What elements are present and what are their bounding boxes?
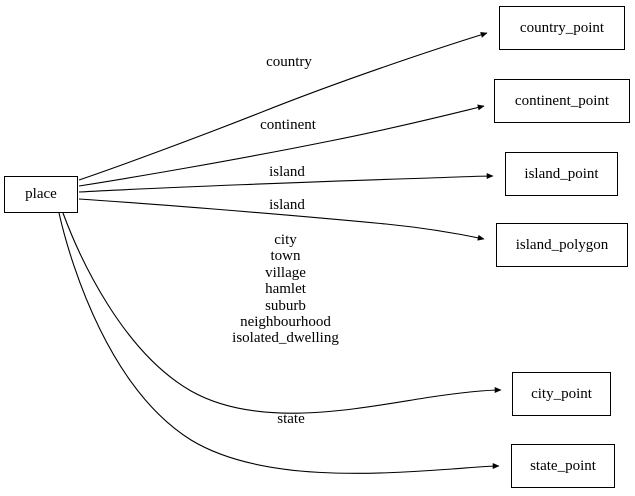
edge-place-to-city_point — [62, 212, 502, 414]
node-state_point[interactable]: state_point — [511, 444, 615, 488]
edge-place-to-island_point — [78, 172, 494, 193]
node-island_polygon-label: island_polygon — [515, 236, 609, 253]
edge-label-island-point: island — [269, 164, 305, 180]
edge-place-to-continent_point — [78, 104, 485, 187]
node-place-label: place — [25, 186, 57, 202]
edge-place-to-island_polygon — [78, 198, 485, 241]
node-continent_point[interactable]: continent_point — [494, 79, 630, 123]
node-island_polygon[interactable]: island_polygon — [496, 223, 628, 267]
node-country_point-label: country_point — [519, 19, 605, 36]
edge-label-continent: continent — [260, 117, 316, 133]
edge-label-country: country — [266, 54, 312, 70]
edge-label-city-group: city town village hamlet suburb neighbou… — [232, 232, 339, 347]
node-city_point[interactable]: city_point — [512, 372, 611, 416]
node-place[interactable]: place — [4, 176, 78, 213]
node-island_point[interactable]: island_point — [505, 152, 618, 196]
edge-place-to-country_point — [78, 31, 488, 181]
node-city_point-label: city_point — [531, 385, 592, 402]
node-country_point[interactable]: country_point — [499, 6, 625, 50]
node-state_point-label: state_point — [530, 457, 596, 474]
edge-place-to-state_point — [58, 212, 500, 474]
node-continent_point-label: continent_point — [514, 92, 610, 109]
node-island_point-label: island_point — [524, 165, 599, 182]
edge-label-state: state — [277, 411, 305, 427]
edge-label-island-polygon: island — [269, 197, 305, 213]
